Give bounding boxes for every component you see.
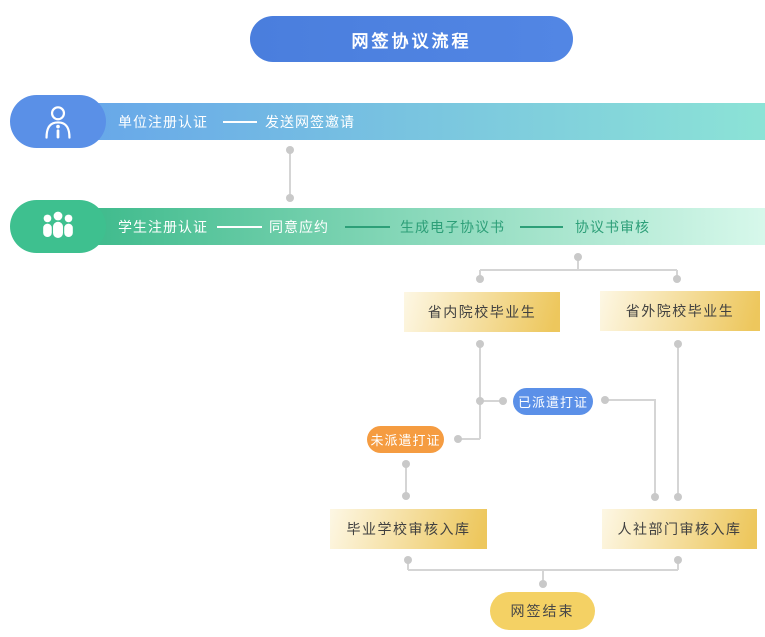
node-label: 省外院校毕业生 — [625, 303, 735, 319]
node-label: 未派遣打证 — [370, 433, 441, 448]
node-not-dispatched-certificate: 未派遣打证 — [367, 426, 444, 453]
step-divider-line — [520, 225, 563, 228]
student-lane-bar: 学生注册认证 同意应约 生成电子协议书 协议书审核 — [60, 208, 765, 245]
node-signing-finished: 网签结束 — [490, 592, 595, 630]
person-icon — [45, 105, 71, 139]
step-divider-line — [223, 120, 257, 123]
flowchart-title: 网签协议流程 — [250, 16, 573, 62]
unit-step-invite: 发送网签邀请 — [265, 113, 355, 130]
student-lane-icon-capsule — [10, 200, 106, 253]
student-step-generate: 生成电子协议书 — [400, 218, 505, 235]
node-label: 网签结束 — [510, 603, 575, 619]
node-label: 人社部门审核入库 — [617, 521, 742, 537]
people-icon — [43, 211, 73, 238]
unit-lane-bar: 单位注册认证 发送网签邀请 — [60, 103, 765, 140]
node-label: 毕业学校审核入库 — [346, 521, 471, 537]
node-out-province-graduates: 省外院校毕业生 — [600, 291, 760, 331]
unit-step-register: 单位注册认证 — [118, 113, 208, 130]
node-hr-dept-review-archive: 人社部门审核入库 — [602, 509, 757, 549]
step-divider-line — [345, 225, 390, 228]
node-dispatched-certificate: 已派遣打证 — [513, 388, 593, 415]
node-label: 省内院校毕业生 — [427, 304, 537, 320]
student-step-review: 协议书审核 — [575, 218, 650, 235]
unit-lane-icon-capsule — [10, 95, 106, 148]
node-label: 已派遣打证 — [517, 395, 588, 410]
node-in-province-graduates: 省内院校毕业生 — [404, 292, 560, 332]
student-step-register: 学生注册认证 — [118, 218, 208, 235]
student-step-accept: 同意应约 — [269, 218, 329, 235]
step-divider-line — [217, 225, 262, 228]
flowchart-title-label: 网签协议流程 — [351, 31, 472, 51]
node-school-review-archive: 毕业学校审核入库 — [330, 509, 487, 549]
